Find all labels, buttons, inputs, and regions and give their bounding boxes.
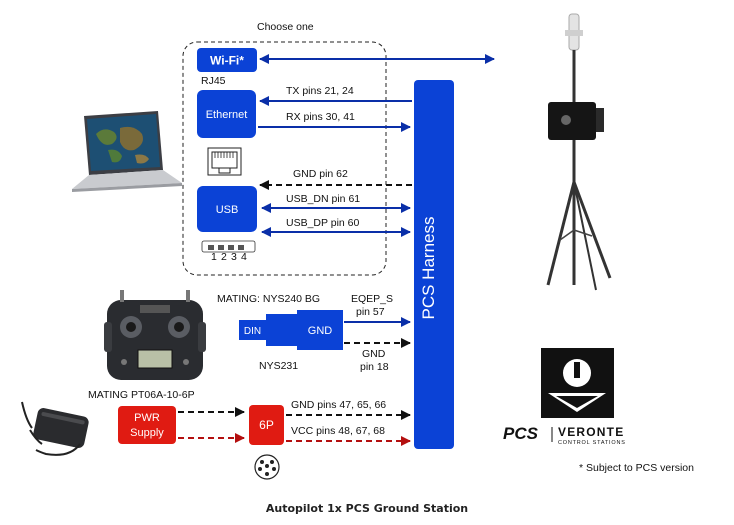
gnd-block (297, 310, 343, 350)
laptop-icon (72, 111, 182, 192)
six-p-box (249, 405, 284, 445)
gnd-18-label-line2: pin 18 (360, 361, 389, 373)
usb-label: USB (216, 204, 239, 216)
veronte-logo-text: VERONTE (558, 425, 624, 439)
rj45-port-icon (207, 147, 242, 176)
din-box (239, 320, 266, 340)
rc-transmitter-icon (104, 290, 206, 380)
mating-nys-label: MATING: NYS240 BG (217, 293, 320, 305)
tripod-station-icon (546, 13, 612, 291)
wifi-label: Wi-Fi* (210, 54, 244, 68)
tx-pins-label: TX pins 21, 24 (286, 85, 354, 97)
six-pin-connector-icon (254, 454, 280, 480)
gnd-block-label: GND (308, 325, 333, 337)
power-adapter-icon (21, 401, 89, 456)
din-label: DIN (244, 326, 261, 337)
eqep-label-line2: pin 57 (356, 306, 385, 318)
figure-caption: Autopilot 1x PCS Ground Station (266, 502, 468, 515)
rj45-label: RJ45 (201, 75, 226, 87)
pcs-harness-bar (414, 80, 454, 449)
usb-box (197, 186, 257, 232)
control-stations-text: CONTROL STATIONS (558, 440, 626, 446)
nys231-label: NYS231 (259, 360, 298, 372)
gnd-pin-62-label: GND pin 62 (293, 168, 348, 180)
usb-pin-4: 4 (241, 251, 247, 263)
footnote: * Subject to PCS version (579, 462, 694, 474)
pwr-supply-box (118, 406, 176, 444)
ethernet-label: Ethernet (206, 109, 248, 121)
usb-pin-1: 1 (211, 251, 217, 263)
usb-connector-icon (201, 240, 256, 253)
usb-pin-3: 3 (231, 251, 237, 263)
pcs-logo-text: PCS (503, 424, 539, 443)
usb-pin-2: 2 (221, 251, 227, 263)
pwr-label-line1: PWR (134, 412, 160, 424)
gnd-pins-label: GND pins 47, 65, 66 (291, 399, 386, 411)
mating-pt-label: MATING PT06A-10-6P (88, 389, 195, 401)
vcc-pins-label: VCC pins 48, 67, 68 (291, 425, 385, 437)
choose-one-box (182, 41, 387, 276)
ethernet-box (197, 90, 256, 138)
usb-dp-label: USB_DP pin 60 (286, 217, 360, 229)
gnd-18-label-line1: GND (362, 348, 386, 360)
pwr-label-line2: Supply (130, 427, 164, 439)
pcs-logo-icon (541, 348, 614, 418)
nys-connector-shell (266, 314, 300, 346)
six-p-label: 6P (259, 418, 274, 432)
eqep-label-line1: EQEP_S (351, 293, 393, 305)
pcs-harness-label: PCS Harness (419, 217, 438, 320)
wifi-box (197, 48, 257, 72)
choose-one-label: Choose one (257, 21, 314, 33)
rx-pins-label: RX pins 30, 41 (286, 111, 355, 123)
usb-dn-label: USB_DN pin 61 (286, 193, 360, 205)
